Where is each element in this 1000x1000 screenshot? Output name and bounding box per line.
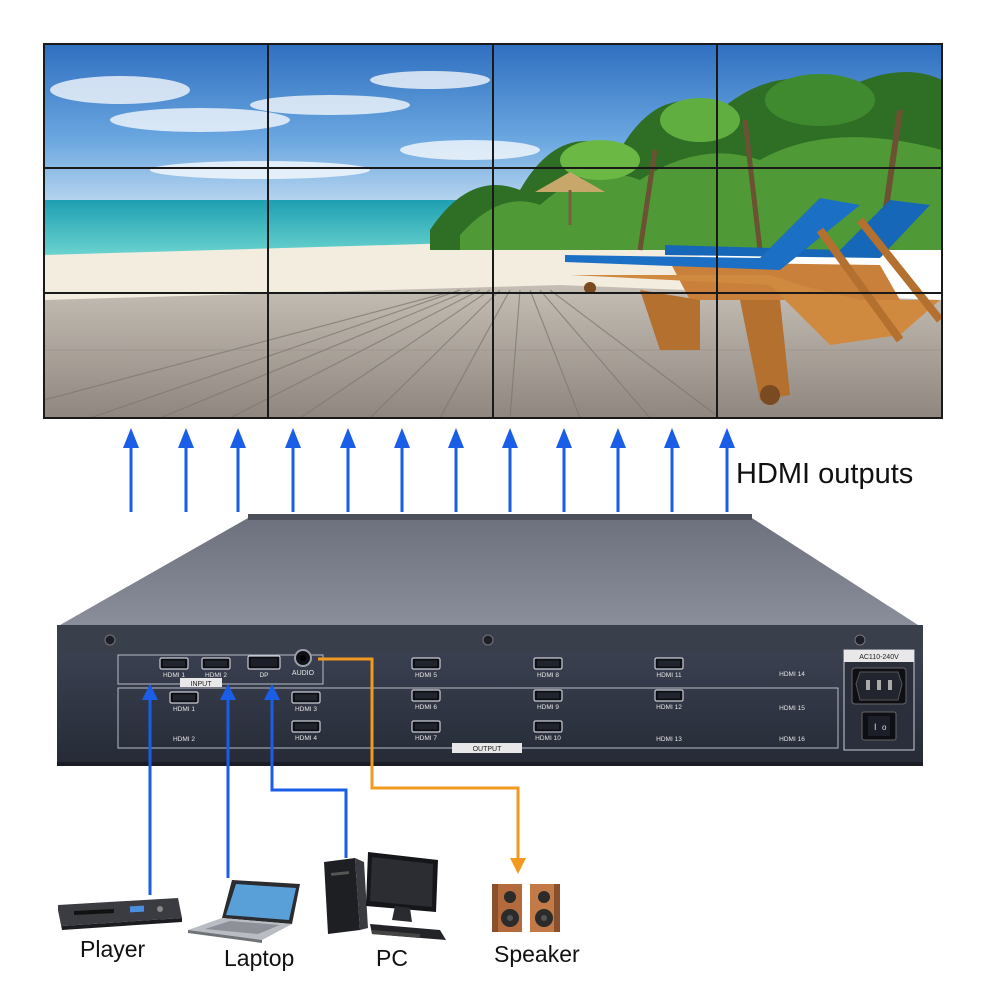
output-hdmi-15-port-label: HDMI 15 — [779, 705, 805, 712]
output-hdmi-7-port-label: HDMI 7 — [415, 735, 437, 742]
video-wall — [43, 43, 944, 419]
output-hdmi-12-port-label: HDMI 12 — [656, 704, 682, 711]
output-hdmi-13-port-label: HDMI 13 — [656, 736, 682, 743]
output-arrowhead — [502, 428, 518, 448]
beach-umbrella — [535, 172, 605, 225]
player-arrowhead — [142, 684, 158, 700]
output-hdmi-1-port-label: HDMI 1 — [173, 706, 195, 713]
output-hdmi-9-port-socket — [537, 692, 559, 699]
output-hdmi-11-port-label: HDMI 11 — [656, 672, 682, 679]
output-arrowhead — [556, 428, 572, 448]
output-hdmi-6-port-socket — [415, 692, 437, 699]
input-dp-port-label: DP — [259, 672, 268, 679]
input-group-tag: INPUT — [191, 681, 213, 688]
power-switch-off-mark: o — [882, 723, 887, 732]
speaker-icon — [492, 884, 560, 932]
output-arrowhead — [448, 428, 464, 448]
output-hdmi-8-port-socket — [537, 660, 559, 667]
input-hdmi-1-port-label: HDMI 1 — [163, 672, 185, 679]
output-arrowhead — [664, 428, 680, 448]
chassis-top — [60, 518, 918, 625]
output-hdmi-14-port-label: HDMI 14 — [779, 671, 805, 678]
wall-sand — [44, 240, 700, 300]
screw-left — [104, 634, 116, 646]
laptop-label: Laptop — [224, 945, 294, 971]
output-hdmi-4-port-socket — [295, 723, 317, 730]
output-arrowhead — [230, 428, 246, 448]
outputs-label: HDMI outputs — [736, 458, 913, 490]
pc-icon — [324, 852, 446, 940]
output-hdmi-6-port-label: HDMI 6 — [415, 704, 437, 711]
wall-grid — [43, 43, 943, 419]
pc-arrowhead — [264, 684, 280, 700]
output-hdmi-12-port-socket — [658, 692, 680, 699]
output-hdmi-5-port-label: HDMI 5 — [415, 672, 437, 679]
output-arrowhead — [123, 428, 139, 448]
power-block: AC110-240V I o — [843, 649, 915, 751]
player-label: Player — [80, 936, 146, 962]
output-arrowhead — [610, 428, 626, 448]
power-switch-on-mark: I — [874, 722, 877, 732]
screw-mid — [482, 634, 494, 646]
power-label: AC110-240V — [859, 654, 899, 661]
output-hdmi-8-port-label: HDMI 8 — [537, 672, 559, 679]
matrix-chassis — [57, 514, 923, 766]
output-hdmi-3-port-label: HDMI 3 — [295, 706, 317, 713]
audio-jack-hole — [300, 655, 306, 661]
output-arrowhead — [394, 428, 410, 448]
output-arrowhead — [178, 428, 194, 448]
input-hdmi-2-port-socket — [205, 660, 227, 667]
clouds — [50, 71, 540, 179]
panel-ports: HDMI 1 HDMI 2 DP HDMI 1 HDMI 2 HDMI 3 HDMI 4 HD… — [159, 655, 805, 743]
input-group-tag-bg — [180, 678, 222, 687]
pc-line — [270, 697, 348, 858]
output-hdmi-5-port-socket — [415, 660, 437, 667]
output-hdmi-10-port-socket — [537, 723, 559, 730]
output-hdmi-10-port-label: HDMI 10 — [535, 735, 561, 742]
output-arrows — [123, 428, 735, 512]
output-hdmi-7-port-socket — [415, 723, 437, 730]
output-hdmi-11-port-socket — [658, 660, 680, 667]
connection-arrowheads — [142, 684, 526, 874]
output-arrowhead — [285, 428, 301, 448]
screw-right — [854, 634, 866, 646]
connection-lines — [148, 657, 520, 895]
input-hdmi-1-port-socket — [163, 660, 185, 667]
output-group-tag: OUTPUT — [473, 746, 503, 753]
output-hdmi-3-port-socket — [295, 694, 317, 701]
output-arrowhead — [719, 428, 735, 448]
input-dp-port-socket — [251, 658, 277, 667]
output-hdmi-4-port-label: HDMI 4 — [295, 735, 317, 742]
audio-line — [318, 657, 520, 862]
laptop-icon — [188, 880, 300, 943]
output-arrowhead — [340, 428, 356, 448]
output-hdmi-1-port-socket — [173, 694, 195, 701]
player-icon — [58, 898, 182, 930]
output-group-tag-bg — [452, 743, 522, 753]
output-hdmi-2-port-label: HDMI 2 — [173, 736, 195, 743]
output-hdmi-16-port-label: HDMI 16 — [779, 736, 805, 743]
sun-loungers — [565, 198, 944, 405]
speaker-arrowhead — [510, 858, 526, 874]
audio-label: AUDIO — [292, 670, 315, 677]
pc-label: PC — [376, 945, 408, 971]
laptop-arrowhead — [220, 684, 236, 700]
input-hdmi-2-port-label: HDMI 2 — [205, 672, 227, 679]
output-hdmi-9-port-label: HDMI 9 — [537, 704, 559, 711]
speaker-label: Speaker — [494, 941, 580, 967]
